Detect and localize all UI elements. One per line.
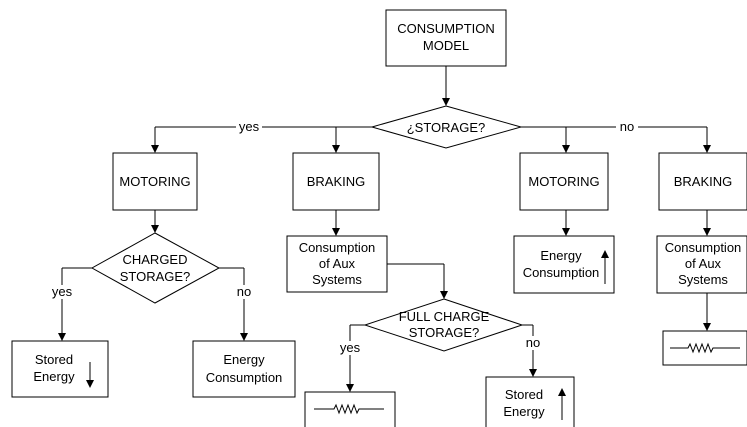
node-braking-right: BRAKING bbox=[658, 152, 747, 211]
node-storage-decision: ¿STORAGE? bbox=[370, 105, 523, 149]
arrow-up-icon bbox=[558, 388, 566, 420]
node-charged-storage-line2: STORAGE? bbox=[120, 269, 191, 284]
node-full-charge-storage-line1: FULL CHARGE bbox=[399, 309, 490, 324]
node-charged-storage-line1: CHARGED bbox=[122, 252, 187, 267]
edge-label-charged-no: no bbox=[237, 284, 251, 299]
node-braking-left: BRAKING bbox=[292, 152, 380, 211]
node-full-charge-storage-line2: STORAGE? bbox=[409, 325, 480, 340]
node-energy-consumption-left: Energy Consumption bbox=[192, 340, 296, 398]
node-consumption-model: CONSUMPTION MODEL bbox=[385, 9, 507, 67]
node-motoring-left-label: MOTORING bbox=[119, 174, 190, 189]
node-consumption-aux-mid-line1: Consumption bbox=[299, 240, 376, 255]
node-consumption-aux-mid: Consumption of Aux Systems bbox=[286, 235, 388, 293]
edge-label-fullcharge-no: no bbox=[526, 335, 540, 350]
edge-label-storage-no: no bbox=[620, 119, 634, 134]
node-stored-energy-right-line2: Energy bbox=[503, 404, 545, 419]
resistor-icon bbox=[670, 342, 740, 354]
node-resistor-right bbox=[662, 330, 747, 366]
node-consumption-aux-mid-line3: Systems bbox=[312, 272, 362, 287]
node-energy-consumption-right: Energy Consumption bbox=[513, 235, 615, 294]
node-stored-energy-left: Stored Energy bbox=[11, 340, 109, 398]
resistor-icon bbox=[314, 403, 384, 415]
edge-label-charged-yes: yes bbox=[52, 284, 73, 299]
node-braking-left-label: BRAKING bbox=[307, 174, 366, 189]
edge-label-storage-yes: yes bbox=[239, 119, 260, 134]
node-energy-consumption-left-line1: Energy bbox=[223, 352, 265, 367]
node-energy-consumption-left-line2: Consumption bbox=[206, 370, 283, 385]
node-energy-consumption-right-line2: Consumption bbox=[523, 265, 600, 280]
node-consumption-model-line2: MODEL bbox=[423, 38, 469, 53]
node-full-charge-storage-decision: FULL CHARGE STORAGE? bbox=[363, 298, 524, 352]
node-energy-consumption-right-line1: Energy bbox=[540, 248, 582, 263]
node-consumption-model-line1: CONSUMPTION bbox=[397, 21, 495, 36]
edge-labels: yes no yes no yes no bbox=[48, 119, 638, 355]
node-consumption-aux-right-line2: of Aux bbox=[685, 256, 722, 271]
arrow-down-icon bbox=[86, 362, 94, 388]
node-stored-energy-right-line1: Stored bbox=[505, 387, 543, 402]
node-consumption-aux-right-line1: Consumption bbox=[665, 240, 742, 255]
node-stored-energy-left-line2: Energy bbox=[33, 369, 75, 384]
node-braking-right-label: BRAKING bbox=[674, 174, 733, 189]
node-resistor-mid bbox=[304, 391, 396, 427]
connectors bbox=[58, 66, 711, 392]
node-consumption-aux-right: Consumption of Aux Systems bbox=[656, 235, 747, 294]
node-stored-energy-left-line1: Stored bbox=[35, 352, 73, 367]
node-storage-decision-label: ¿STORAGE? bbox=[407, 120, 486, 135]
node-consumption-aux-mid-line2: of Aux bbox=[319, 256, 356, 271]
node-motoring-right-label: MOTORING bbox=[528, 174, 599, 189]
edge-label-fullcharge-yes: yes bbox=[340, 340, 361, 355]
node-motoring-right: MOTORING bbox=[519, 152, 609, 211]
node-stored-energy-right: Stored Energy bbox=[485, 376, 575, 427]
node-motoring-left: MOTORING bbox=[112, 152, 198, 211]
node-charged-storage-decision: CHARGED STORAGE? bbox=[90, 232, 221, 304]
node-consumption-aux-right-line3: Systems bbox=[678, 272, 728, 287]
arrow-up-icon bbox=[601, 250, 609, 284]
